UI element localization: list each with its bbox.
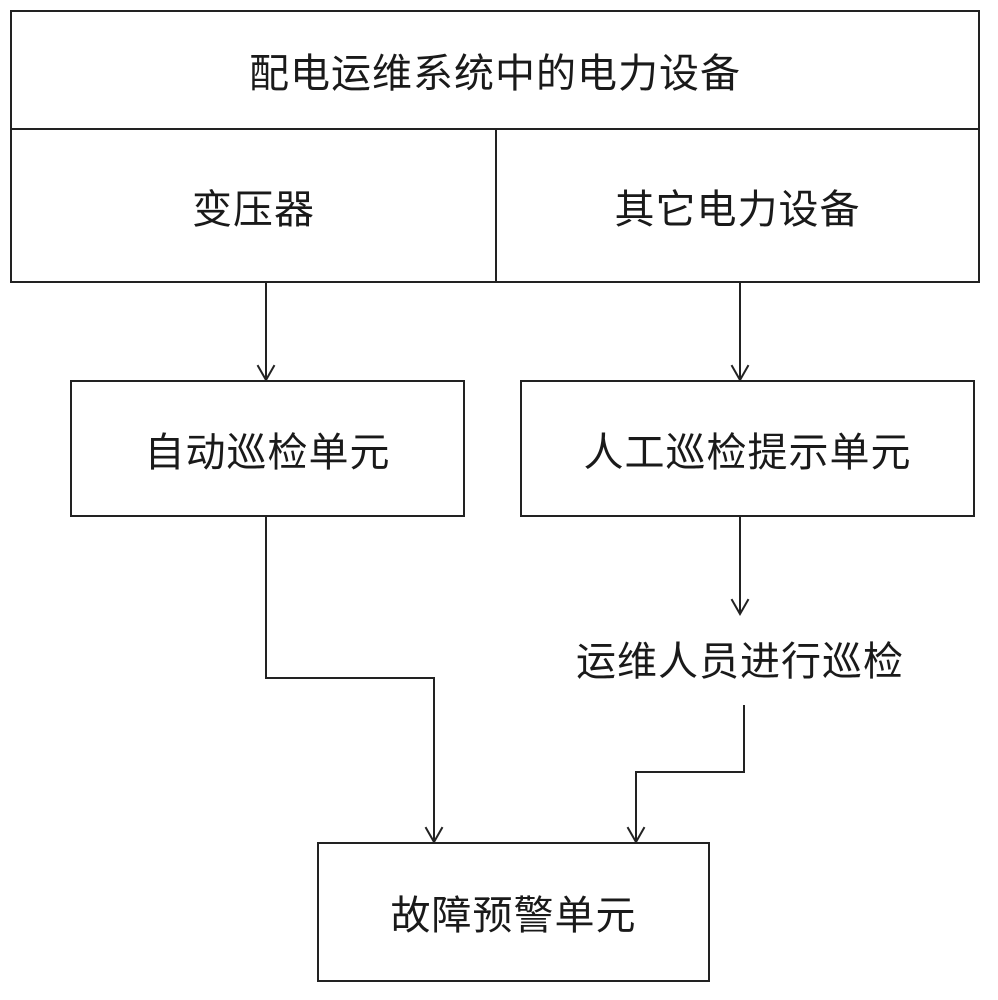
manual-prompt-unit-box: 人工巡检提示单元 xyxy=(520,380,975,517)
arrow-auto-to-fault xyxy=(265,516,435,841)
header-title-cell: 配电运维系统中的电力设备 xyxy=(10,10,980,130)
arrowhead-manual-to-staff xyxy=(730,598,750,617)
auto-inspection-unit-box: 自动巡检单元 xyxy=(70,380,465,517)
transformer-label: 变压器 xyxy=(192,186,315,233)
manual-prompt-unit-label: 人工巡检提示单元 xyxy=(583,429,912,476)
arrowhead-transformer-to-auto xyxy=(256,364,276,383)
header-left-cell: 变压器 xyxy=(10,128,497,283)
fault-warning-unit-box: 故障预警单元 xyxy=(317,842,710,982)
auto-inspection-unit-label: 自动巡检单元 xyxy=(144,429,391,476)
arrow-staff-to-fault xyxy=(635,705,745,841)
header-right-cell: 其它电力设备 xyxy=(495,128,980,283)
arrowhead-staff-to-fault xyxy=(626,826,646,845)
staff-inspection-text: 运维人员进行巡检 xyxy=(505,628,975,688)
other-equipment-label: 其它电力设备 xyxy=(614,186,861,233)
fault-warning-unit-label: 故障预警单元 xyxy=(390,893,637,939)
header-title: 配电运维系统中的电力设备 xyxy=(249,51,741,97)
staff-inspection-label: 运维人员进行巡检 xyxy=(576,639,904,685)
arrowhead-auto-to-fault xyxy=(424,826,444,845)
arrowhead-other-to-manual xyxy=(730,364,750,383)
